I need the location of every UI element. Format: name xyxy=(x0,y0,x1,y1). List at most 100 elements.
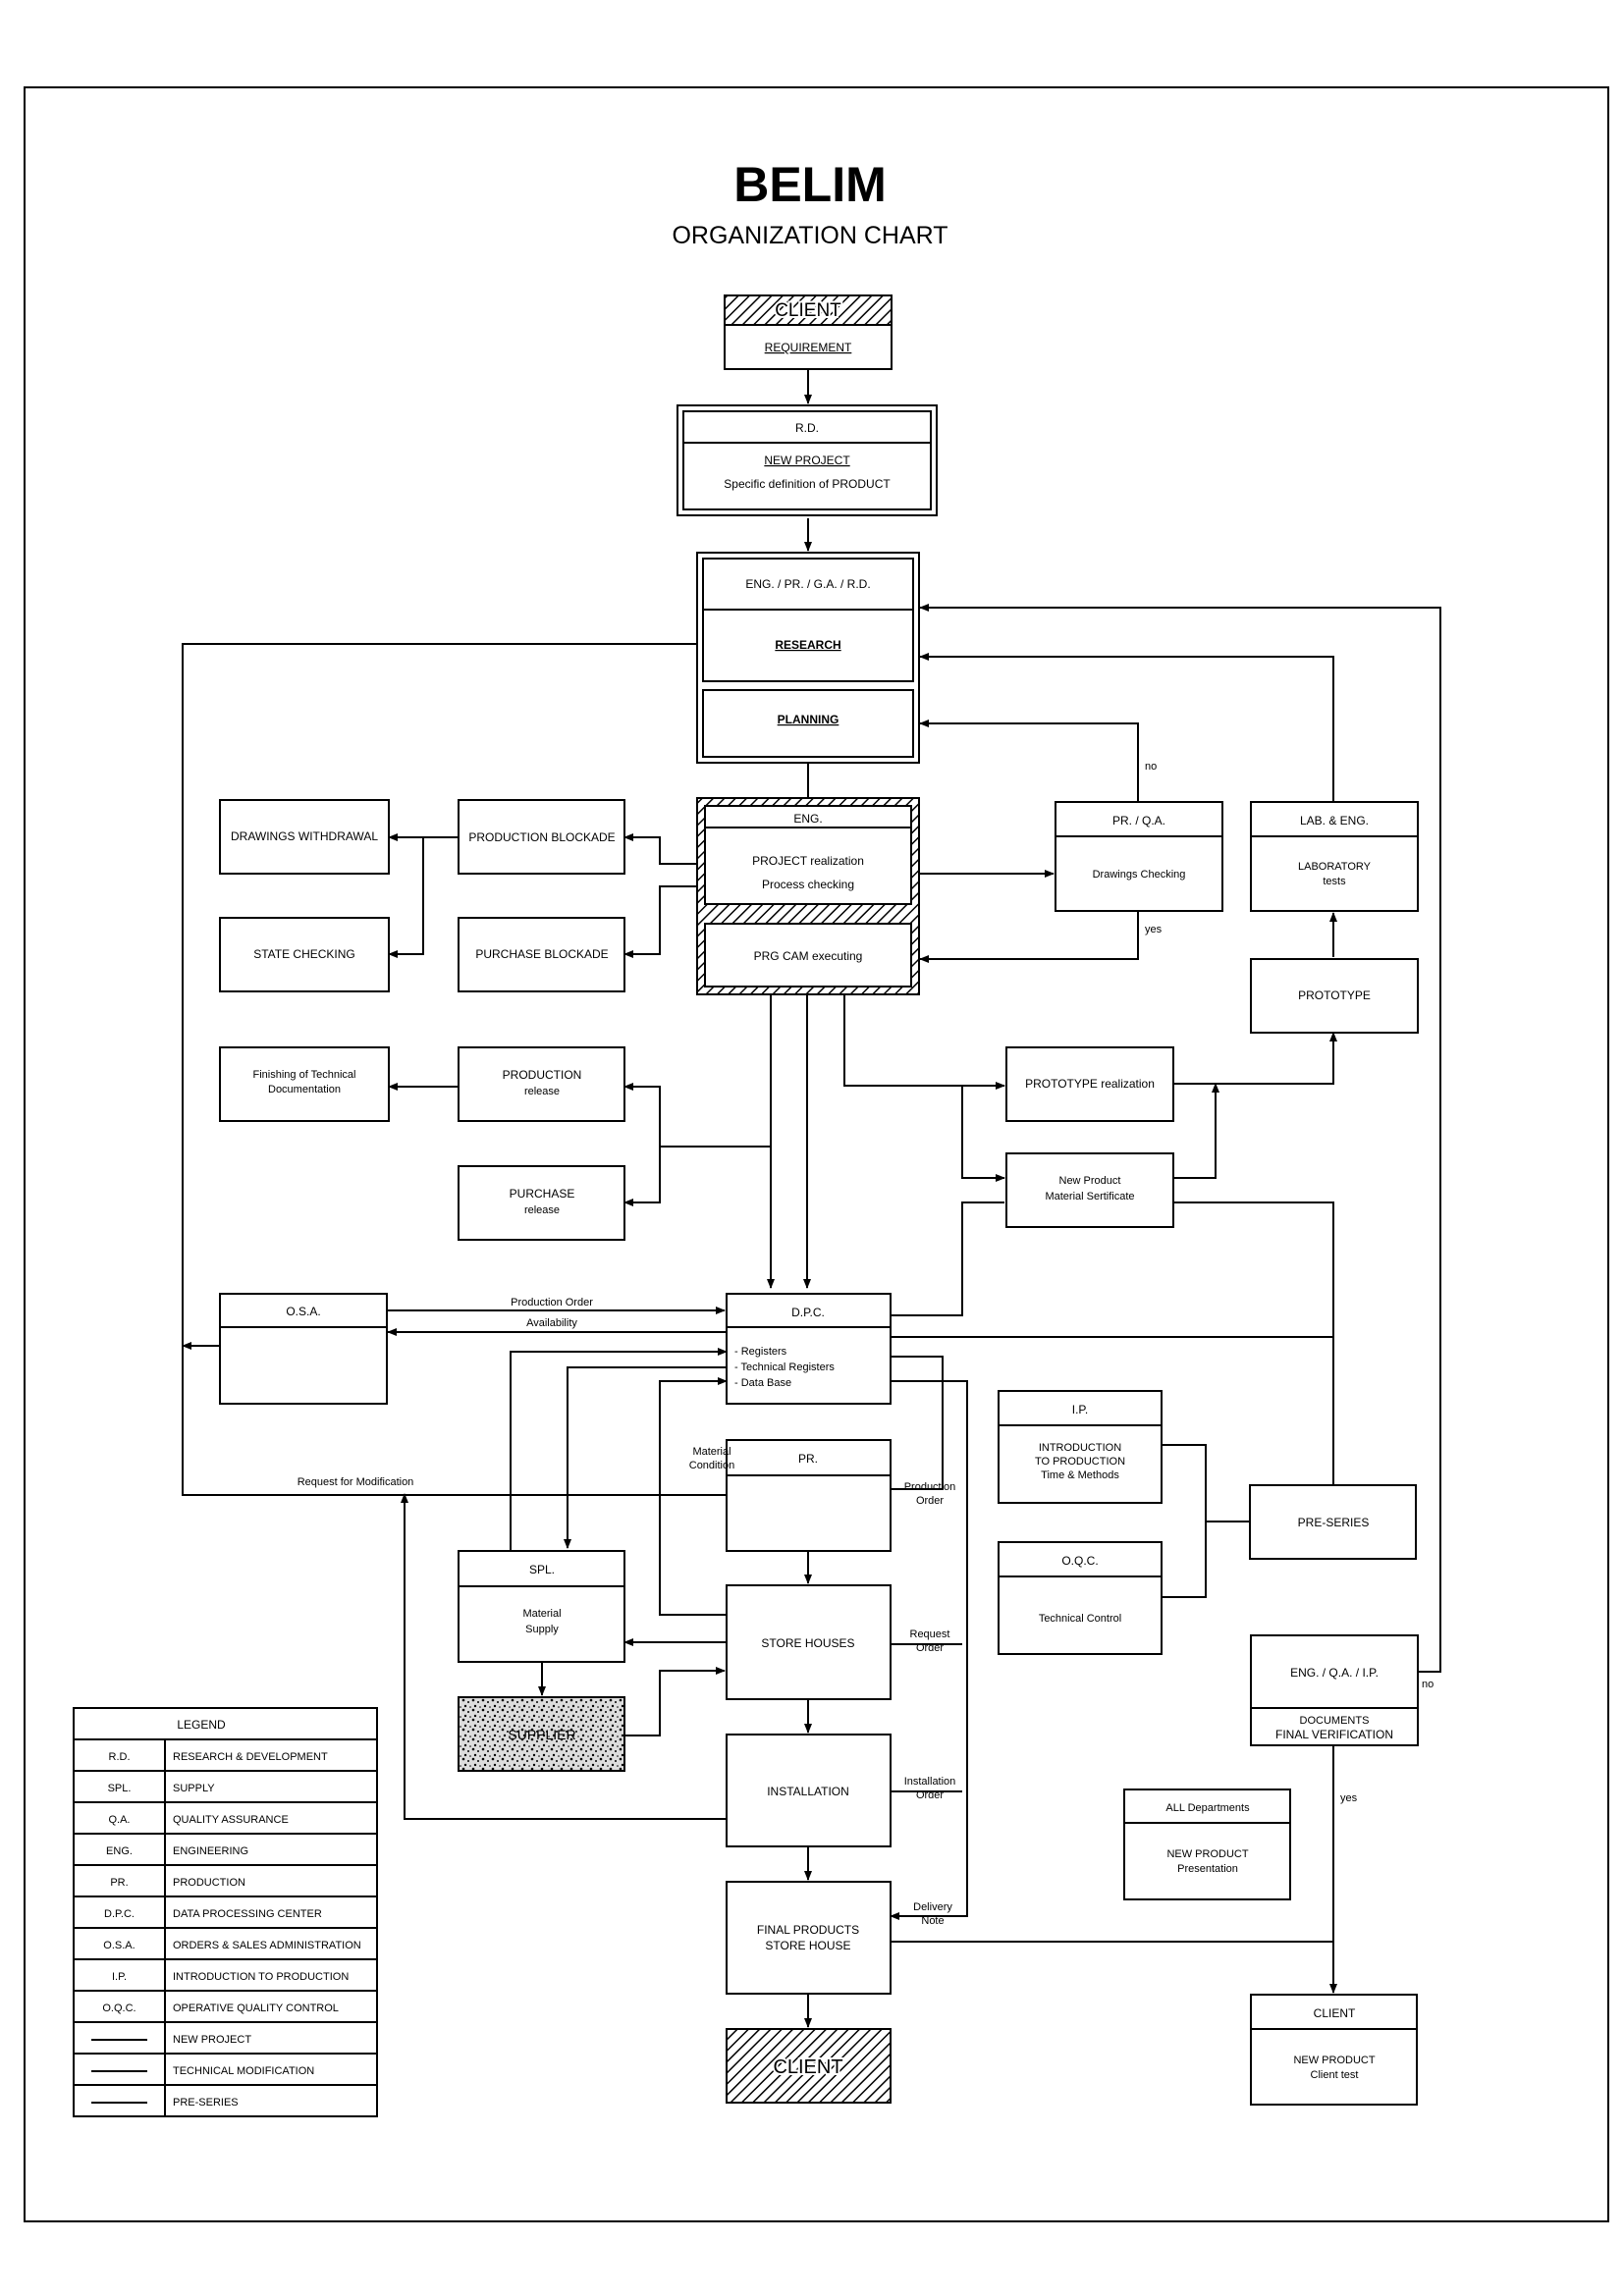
client-top-body: REQUIREMENT xyxy=(765,341,852,354)
chart-subtitle: ORGANIZATION CHART xyxy=(672,222,947,249)
all-depts-line1: NEW PRODUCT xyxy=(1166,1848,1248,1860)
lab-header: LAB. & ENG. xyxy=(1300,814,1369,828)
eng-header: ENG. xyxy=(793,812,822,826)
inst-order-1: Installation xyxy=(904,1776,956,1788)
production-order-label: Production Order xyxy=(511,1297,593,1308)
all-departments-node: ALL Departments NEW PRODUCT Presentation xyxy=(1123,1789,1291,1900)
legend-desc: PRODUCTION xyxy=(173,1877,245,1889)
legend-code: PR. xyxy=(110,1877,128,1889)
prototype-node: PROTOTYPE xyxy=(1250,958,1419,1034)
np-cert-line2: Material Sertificate xyxy=(1045,1191,1134,1202)
purchase-release-node: PURCHASE release xyxy=(458,1165,625,1241)
production-release-node: PRODUCTION release xyxy=(458,1046,625,1122)
new-product-cert-node: New Product Material Sertificate xyxy=(1005,1152,1174,1228)
store-houses-label: STORE HOUSES xyxy=(761,1636,854,1650)
purchase-blockade-label: PURCHASE BLOCKADE xyxy=(475,947,608,961)
legend-code: SPL. xyxy=(108,1783,132,1794)
pre-series-label: PRE-SERIES xyxy=(1298,1516,1370,1529)
pr-qa-header: PR. / Q.A. xyxy=(1112,814,1165,828)
request-mod-label: Request for Modification xyxy=(298,1476,414,1488)
spl-node: SPL. Material Supply xyxy=(458,1550,625,1663)
prod-order-2: Order xyxy=(916,1495,944,1507)
legend-code: O.S.A. xyxy=(103,1940,135,1951)
legend-desc: DATA PROCESSING CENTER xyxy=(173,1908,322,1920)
legend-row: D.P.C.DATA PROCESSING CENTER xyxy=(73,1896,378,1929)
material-condition-1: Material xyxy=(692,1446,731,1458)
legend-desc: ORDERS & SALES ADMINISTRATION xyxy=(173,1940,361,1951)
planning-label: PLANNING xyxy=(778,713,839,726)
rd-line2: Specific definition of PRODUCT xyxy=(724,477,891,491)
dpc-node: D.P.C. - Registers - Technical Registers… xyxy=(726,1293,892,1405)
pr-qa-body: Drawings Checking xyxy=(1093,869,1186,881)
client-bottom-label: CLIENT xyxy=(773,2056,842,2078)
no-label-2: no xyxy=(1422,1679,1434,1690)
supplier-label: SUPPLIER xyxy=(508,1727,575,1742)
ip-node: I.P. INTRODUCTION TO PRODUCTION Time & M… xyxy=(998,1390,1163,1504)
dpc-line1: - Registers xyxy=(734,1346,787,1358)
production-blockade-label: PRODUCTION BLOCKADE xyxy=(468,830,615,844)
legend-row: O.S.A. ORDERS & SALES ADMINISTRATION xyxy=(73,1927,378,1960)
all-depts-line2: Presentation xyxy=(1177,1863,1238,1875)
dpc-line2: - Technical Registers xyxy=(734,1362,835,1373)
edge-labels: no yes no yes Production Order Availabil… xyxy=(298,761,1435,1927)
legend-row: PR. PRODUCTION xyxy=(73,1864,378,1897)
np-cert-line1: New Product xyxy=(1059,1175,1121,1187)
ip-header: I.P. xyxy=(1072,1403,1088,1416)
final-products-line2: STORE HOUSE xyxy=(765,1939,850,1952)
final-products-line1: FINAL PRODUCTS xyxy=(757,1923,859,1937)
ip-line2: TO PRODUCTION xyxy=(1035,1456,1125,1468)
legend-desc: PRE-SERIES xyxy=(173,2097,239,2109)
dpc-header: D.P.C. xyxy=(791,1306,825,1319)
docs-header: ENG. / Q.A. / I.P. xyxy=(1290,1666,1379,1680)
client-top-header: CLIENT xyxy=(775,300,841,321)
rd-header: R.D. xyxy=(795,421,819,435)
docs-node: ENG. / Q.A. / I.P. DOCUMENTS FINAL VERIF… xyxy=(1250,1634,1419,1746)
eng-group-node: ENG. / PR. / G.A. / R.D. RESEARCH PLANNI… xyxy=(696,552,920,764)
yes-label-2: yes xyxy=(1340,1792,1358,1804)
legend-desc: INTRODUCTION TO PRODUCTION xyxy=(173,1971,349,1983)
client-test-line2: Client test xyxy=(1311,2069,1359,2081)
no-label-1: no xyxy=(1145,761,1157,773)
installation-label: INSTALLATION xyxy=(767,1785,849,1798)
pr-node: PR. xyxy=(726,1439,892,1552)
legend-desc: RESEARCH & DEVELOPMENT xyxy=(173,1751,328,1763)
client-requirement-node: CLIENT REQUIREMENT xyxy=(724,294,893,370)
production-release-line2: release xyxy=(524,1086,560,1097)
legend-code: ENG. xyxy=(106,1845,133,1857)
rd-node: R.D. NEW PROJECT Specific definition of … xyxy=(677,404,938,516)
oqc-body: Technical Control xyxy=(1039,1613,1121,1625)
drawings-withdrawal-label: DRAWINGS WITHDRAWAL xyxy=(231,829,378,843)
prototype-realization-node: PROTOTYPE realization xyxy=(1005,1046,1174,1122)
legend-row: NEW PROJECT xyxy=(73,2021,378,2055)
finishing-line2: Documentation xyxy=(268,1084,341,1095)
prod-order-1: Production xyxy=(904,1481,956,1493)
all-depts-header: ALL Departments xyxy=(1165,1802,1250,1814)
legend-desc: OPERATIVE QUALITY CONTROL xyxy=(173,2002,339,2014)
spl-line2: Supply xyxy=(525,1624,559,1635)
legend-desc: ENGINEERING xyxy=(173,1845,248,1857)
dpc-line3: - Data Base xyxy=(734,1377,791,1389)
inst-order-2: Order xyxy=(916,1789,944,1801)
legend: LEGEND R.D.RESEARCH & DEVELOPMENTSPL.SUP… xyxy=(73,1707,378,2117)
legend-code: O.Q.C. xyxy=(102,2002,135,2014)
purchase-release-line1: PURCHASE xyxy=(510,1187,575,1201)
client-test-node: CLIENT NEW PRODUCT Client test xyxy=(1250,1994,1418,2106)
page-frame xyxy=(24,86,1609,2222)
material-condition-2: Condition xyxy=(689,1460,734,1471)
spl-line1: Material xyxy=(522,1608,561,1620)
legend-code: I.P. xyxy=(112,1971,127,1983)
legend-row: Q.A.QUALITY ASSURANCE xyxy=(73,1801,378,1835)
state-checking-label: STATE CHECKING xyxy=(253,947,355,961)
legend-row: PRE-SERIES xyxy=(73,2084,378,2117)
drawings-withdrawal-node: DRAWINGS WITHDRAWAL xyxy=(219,799,390,875)
legend-row: I.P. INTRODUCTION TO PRODUCTION xyxy=(73,1958,378,1992)
prototype-realization-label: PROTOTYPE realization xyxy=(1025,1077,1155,1091)
eng-line2: Process checking xyxy=(762,878,854,891)
delivery-2: Note xyxy=(921,1915,944,1927)
lab-eng-node: LAB. & ENG. LABORATORY tests xyxy=(1250,801,1419,912)
legend-code: Q.A. xyxy=(108,1814,130,1826)
lab-line1: LABORATORY xyxy=(1298,861,1372,873)
production-release-line1: PRODUCTION xyxy=(503,1068,582,1082)
state-checking-node: STATE CHECKING xyxy=(219,917,390,992)
